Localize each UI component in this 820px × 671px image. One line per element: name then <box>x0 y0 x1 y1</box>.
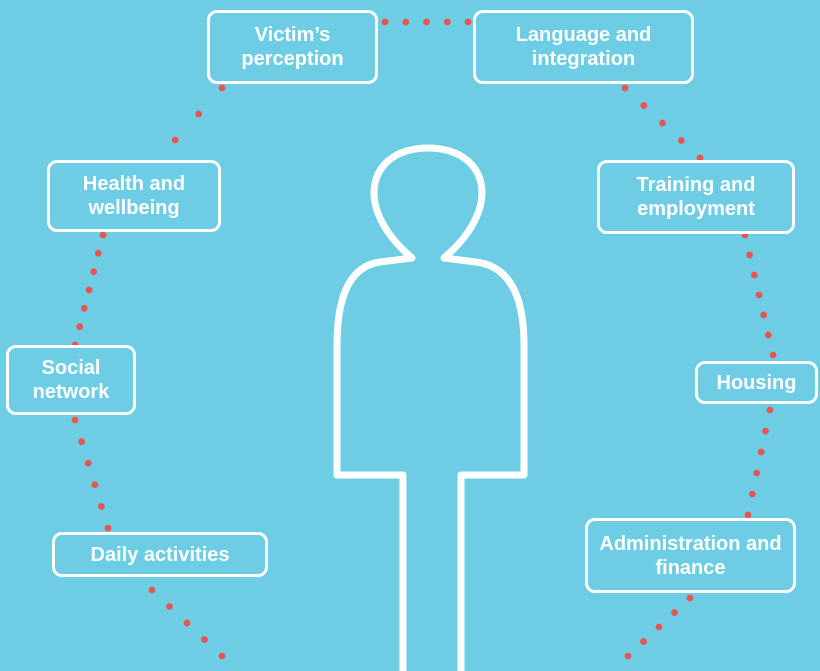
connector-dot <box>98 503 105 510</box>
label-social-network: Social network <box>6 345 136 415</box>
connector-dot <box>749 490 756 498</box>
connector-dot <box>769 351 777 359</box>
label-language-integration: Language and integration <box>473 10 694 84</box>
label-victims-perception-text: Victim’s perception <box>241 24 344 70</box>
connector-dot <box>94 249 102 257</box>
label-health-wellbeing-text: Health and wellbeing <box>82 173 186 219</box>
connector-dot <box>762 427 769 435</box>
connector-dot <box>76 323 84 331</box>
label-health-wellbeing: Health and wellbeing <box>47 160 221 232</box>
connector-dot <box>99 231 107 239</box>
label-housing: Housing <box>695 361 818 404</box>
connector-dot <box>183 619 191 627</box>
connector-dot <box>755 291 763 299</box>
connector-dot <box>764 331 772 339</box>
connector-dot <box>677 137 685 144</box>
connector-dot <box>90 268 98 276</box>
connector-dot <box>201 636 208 643</box>
connector-dot <box>78 438 85 445</box>
label-housing-text: Housing <box>716 371 797 394</box>
connector-dot <box>148 586 156 594</box>
label-administration-finance: Administration and finance <box>585 518 796 593</box>
label-victims-perception: Victim’s perception <box>207 10 378 84</box>
connector-dot <box>686 594 694 602</box>
connector-dot <box>766 406 774 414</box>
connector-dot <box>464 18 472 26</box>
label-language-integration-text: Language and integration <box>515 24 652 70</box>
connector-dot <box>621 84 629 92</box>
connector-dot <box>91 481 99 489</box>
connector-dot <box>171 136 179 144</box>
connector-dot <box>423 18 430 26</box>
connector-dot <box>659 119 666 127</box>
label-training-employment-text: Training and employment <box>636 174 756 220</box>
connector-dot <box>744 511 752 519</box>
connector-dot <box>104 524 112 532</box>
connector-dot <box>84 459 92 467</box>
connector-dot <box>624 652 632 660</box>
connector-dot <box>195 110 203 118</box>
connector-dot <box>640 102 648 109</box>
label-training-employment: Training and employment <box>597 160 795 234</box>
connector-dot <box>218 652 226 660</box>
connector-dot <box>85 286 93 294</box>
connector-dot <box>381 18 389 26</box>
connector-dot <box>443 18 451 26</box>
connector-dot <box>696 154 704 162</box>
connector-dot <box>750 271 758 279</box>
label-social-network-text: Social network <box>32 357 110 403</box>
connector-dot <box>671 609 678 616</box>
dotted-circle-connector <box>71 18 777 660</box>
connector-dot <box>166 603 173 610</box>
connector-dot <box>218 84 226 92</box>
connector-dot <box>80 304 88 312</box>
connector-dot <box>402 18 410 26</box>
connector-dot <box>753 469 761 477</box>
person-outline-icon <box>333 144 528 671</box>
connector-dot <box>757 448 765 456</box>
connector-dot <box>640 638 647 645</box>
label-daily-activities: Daily activities <box>52 532 268 577</box>
label-daily-activities-text: Daily activities <box>90 543 230 566</box>
label-administration-finance-text: Administration and finance <box>599 532 782 579</box>
connector-dot <box>760 311 768 319</box>
connector-dot <box>655 623 663 631</box>
connector-dot <box>746 251 754 259</box>
connector-dot <box>71 416 79 424</box>
